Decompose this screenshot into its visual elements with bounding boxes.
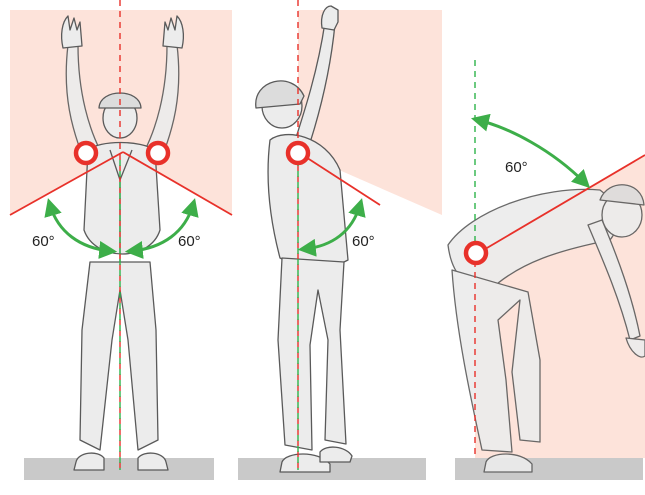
double-headed-arc-arrow-icon	[478, 120, 585, 183]
red-ring-icon	[288, 143, 308, 163]
panel-front-view: 60° 60°	[10, 0, 232, 480]
angle-label-bent: 60°	[505, 159, 528, 176]
panel-bent-view: 60°	[448, 60, 645, 480]
angle-label-front-left: 60°	[32, 233, 55, 250]
angle-label-front-right: 60°	[178, 233, 201, 250]
floor-bent	[455, 458, 643, 480]
angle-label-side: 60°	[352, 233, 375, 250]
red-ring-icon	[466, 243, 486, 263]
red-ring-icon	[76, 143, 96, 163]
red-ring-icon	[148, 143, 168, 163]
panel-side-view: 60°	[238, 0, 442, 480]
floor-front	[24, 458, 214, 480]
